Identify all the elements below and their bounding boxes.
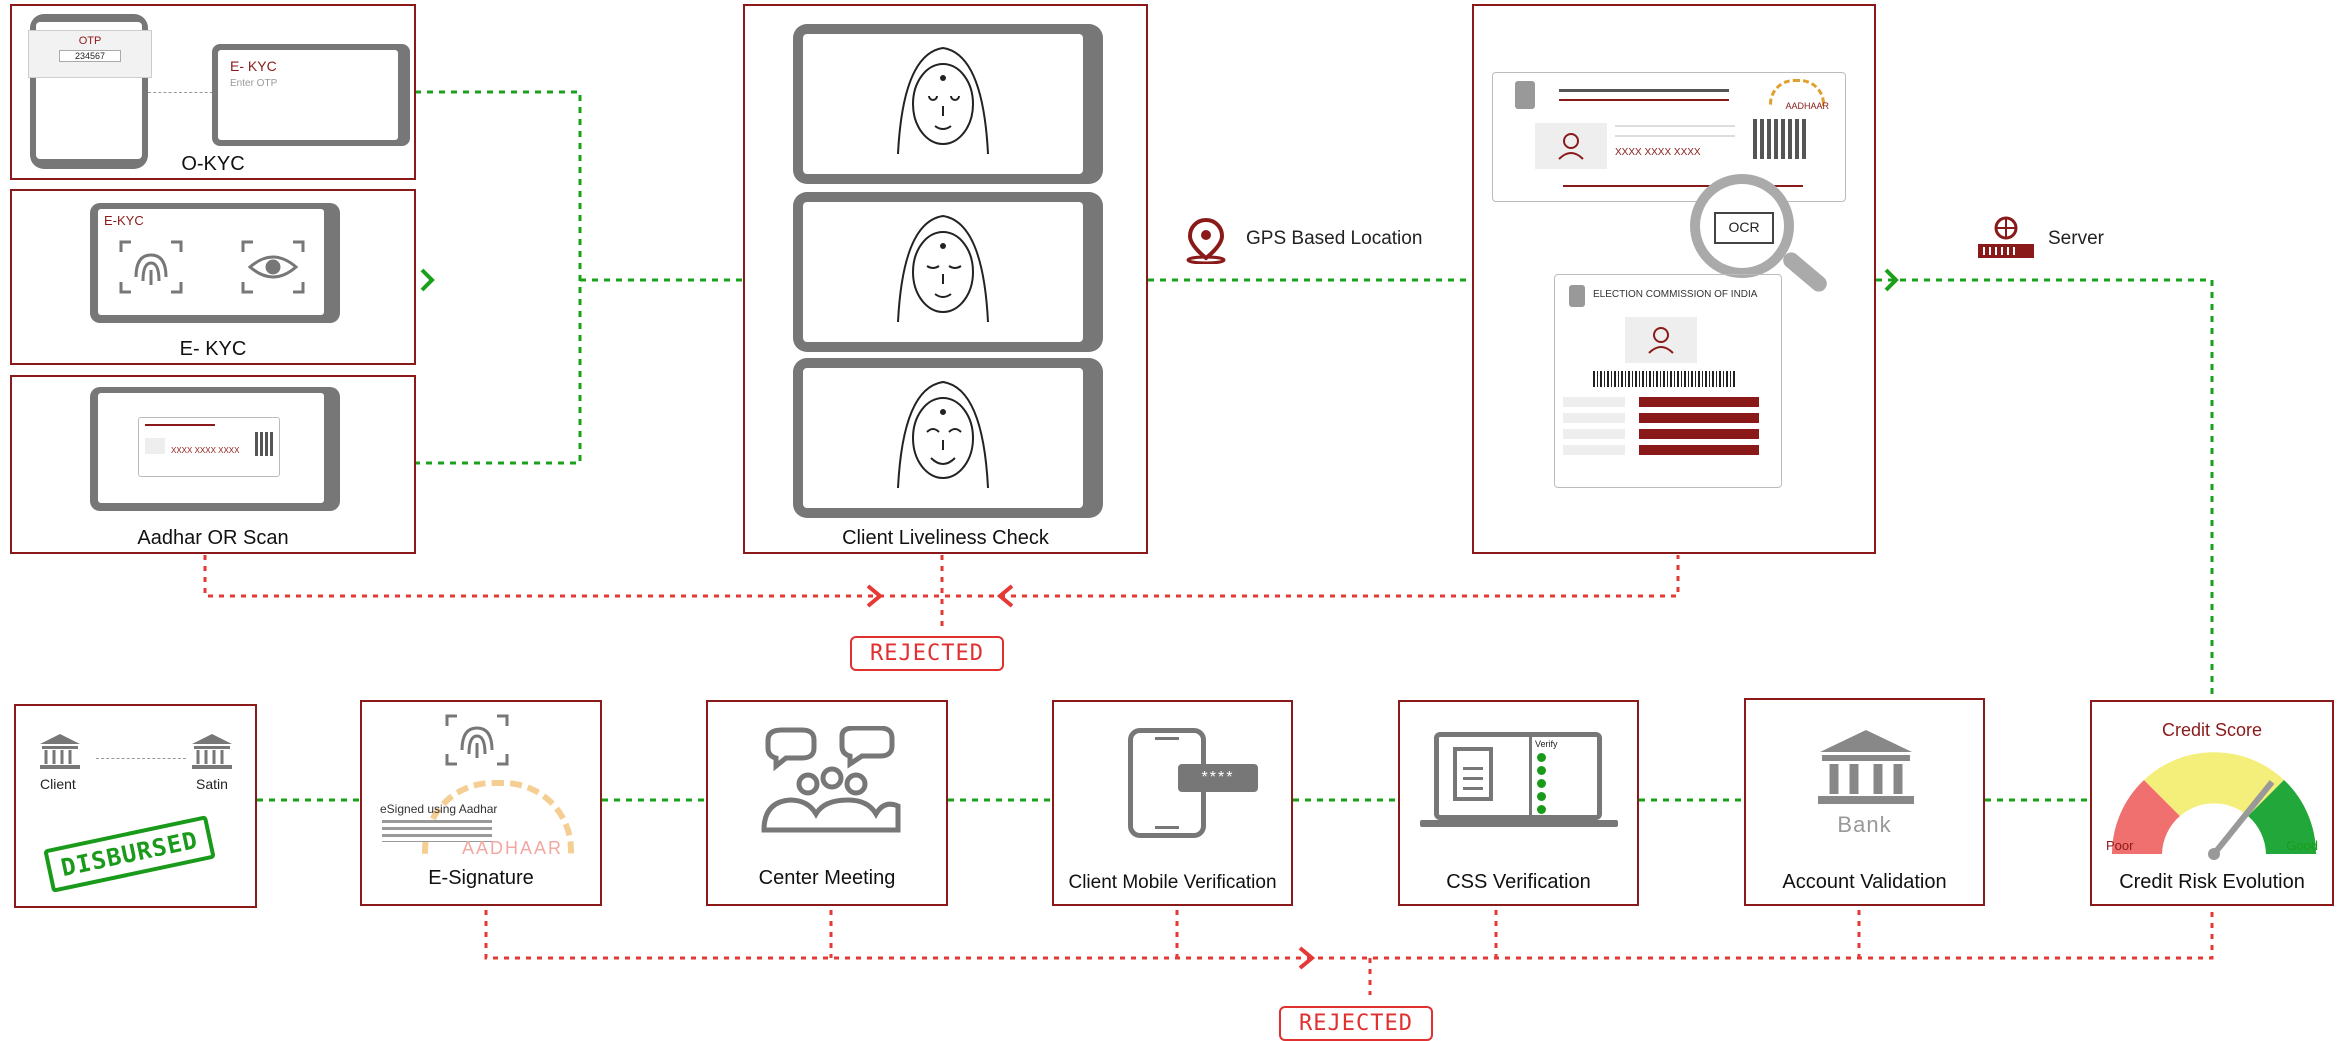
red-arrow-head-1 (866, 584, 884, 608)
server-label: Server (2048, 228, 2104, 249)
css-verification-card: Verify CSS Verification (1398, 700, 1639, 906)
bank-icon (1818, 730, 1914, 804)
satin-label: Satin (196, 776, 228, 792)
center-meeting-card: Center Meeting (706, 700, 948, 906)
client-label: Client (40, 776, 76, 792)
magnifier-icon: OCR (1690, 174, 1794, 278)
red-arrow-head-2 (996, 584, 1014, 608)
credit-score-title: Credit Score (2161, 720, 2263, 740)
eye-scan-icon (241, 240, 305, 294)
tablet-icon: E-KYC (90, 203, 340, 323)
verify-text: Verify (1535, 739, 1558, 749)
poor-label: Poor (2106, 838, 2134, 853)
ekyc-label: E- KYC (179, 338, 247, 360)
esignature-card: eSigned using Aadhar AADHAAR E-Signature (360, 700, 602, 906)
account-validation-card: Bank Account Validation (1744, 698, 1985, 906)
liveliness-label: Client Liveliness Check (842, 527, 1049, 549)
tablet-icon: E- KYC Enter OTP (212, 44, 410, 146)
red-arrow-head-3 (1298, 946, 1316, 970)
disbursed-card: Client Satin DISBURSED (14, 704, 257, 908)
green-arrow-head-2 (1884, 268, 1899, 292)
okyc-label: O-KYC (181, 153, 245, 175)
phone-icon: OTP 234567 (28, 14, 152, 169)
mobile-verification-label: Client Mobile Verification (1068, 872, 1277, 893)
check-icon (1537, 805, 1546, 814)
face-smile-icon (897, 380, 989, 489)
disbursed-stamp: DISBURSED (43, 815, 216, 893)
ocr-text: OCR (1714, 212, 1774, 244)
red-connector-bottom (484, 910, 2214, 960)
green-arrow-head-1 (420, 268, 435, 292)
ekyc-card: E-KYC E- KYC (10, 189, 416, 365)
red-connector-top (203, 555, 1680, 598)
rejected-badge-top: REJECTED (850, 636, 1004, 671)
emblem-icon (1515, 81, 1535, 109)
election-text: ELECTION COMMISSION OF INDIA (1593, 289, 1758, 300)
user-avatar-icon (1535, 123, 1607, 169)
meeting-people-icon (761, 726, 901, 833)
user-avatar-icon (1625, 317, 1697, 363)
location-pin-icon (1186, 217, 1226, 264)
qr-code-icon (1753, 119, 1809, 159)
face-closed-eyes-icon (897, 214, 989, 323)
rejected-badge-bottom: REJECTED (1279, 1006, 1433, 1041)
aadhaar-logo-text: AADHAAR (1785, 101, 1829, 111)
center-meeting-label: Center Meeting (758, 867, 896, 889)
ekyc-badge: E-KYC (104, 213, 144, 228)
laptop-icon: Verify (1434, 732, 1602, 820)
document-icon (1453, 747, 1493, 801)
qr-code-icon (255, 432, 273, 456)
liveliness-card: Client Liveliness Check (743, 4, 1148, 554)
check-icon (1537, 753, 1546, 762)
otp-code: 234567 (59, 50, 121, 62)
aadhaar-card: AADHAAR XXXX XXXX XXXX (1492, 72, 1846, 202)
credit-risk-card: Credit Score Poor Good Credit Risk Evolu… (2090, 700, 2334, 906)
gps-label: GPS Based Location (1246, 228, 1423, 249)
enter-otp-text: Enter OTP (230, 78, 278, 89)
ocr-card: AADHAAR XXXX XXXX XXXX OCR ELECTION COMM… (1472, 4, 1876, 554)
ocr-card-number: XXXX XXXX XXXX (1615, 147, 1701, 158)
aadhar-card-number: XXXX XXXX XXXX (171, 446, 240, 455)
okyc-card: OTP 234567 ▶ E- KYC Enter OTP O-KYC (10, 4, 416, 180)
server-globe-icon (1976, 216, 2036, 262)
bank-icon-client (40, 734, 80, 769)
green-connector-to-server (1876, 278, 2214, 695)
tablet-face-2 (793, 192, 1103, 352)
check-icon (1537, 766, 1546, 775)
barcode-icon (1593, 371, 1737, 387)
aadhaar-watermark: AADHAAR (462, 838, 564, 858)
pin-code-box: **** (1178, 764, 1258, 792)
red-connector-bottom-stems (829, 910, 1861, 958)
ekyc-title: E- KYC (230, 58, 277, 74)
css-verification-label: CSS Verification (1446, 871, 1591, 893)
tablet-face-1 (793, 24, 1103, 184)
fingerprint-icon (119, 240, 183, 294)
voter-id-card: ELECTION COMMISSION OF INDIA (1554, 274, 1782, 488)
credit-risk-label: Credit Risk Evolution (2119, 871, 2305, 893)
otp-title: OTP (78, 35, 102, 47)
face-open-eyes-icon (897, 46, 989, 155)
green-connector-left-bracket (415, 90, 582, 465)
tablet-face-3 (793, 358, 1103, 518)
check-icon (1537, 792, 1546, 801)
check-icon (1537, 779, 1546, 788)
emblem-icon (1569, 285, 1585, 307)
esignature-label: E-Signature (428, 867, 534, 889)
aadhar-label: Aadhar OR Scan (137, 527, 289, 549)
account-validation-label: Account Validation (1782, 871, 1947, 893)
fingerprint-icon (445, 714, 509, 766)
tablet-icon: XXXX XXXX XXXX (90, 387, 340, 511)
aadhar-scan-card: XXXX XXXX XXXX Aadhar OR Scan (10, 375, 416, 554)
good-label: Good (2286, 838, 2318, 853)
credit-gauge-icon (2112, 752, 2316, 860)
bank-icon-satin (192, 734, 232, 769)
mobile-verification-card: **** Client Mobile Verification (1052, 700, 1293, 906)
bank-text: Bank (1837, 812, 1892, 837)
esigned-text: eSigned using Aadhar (380, 802, 498, 816)
